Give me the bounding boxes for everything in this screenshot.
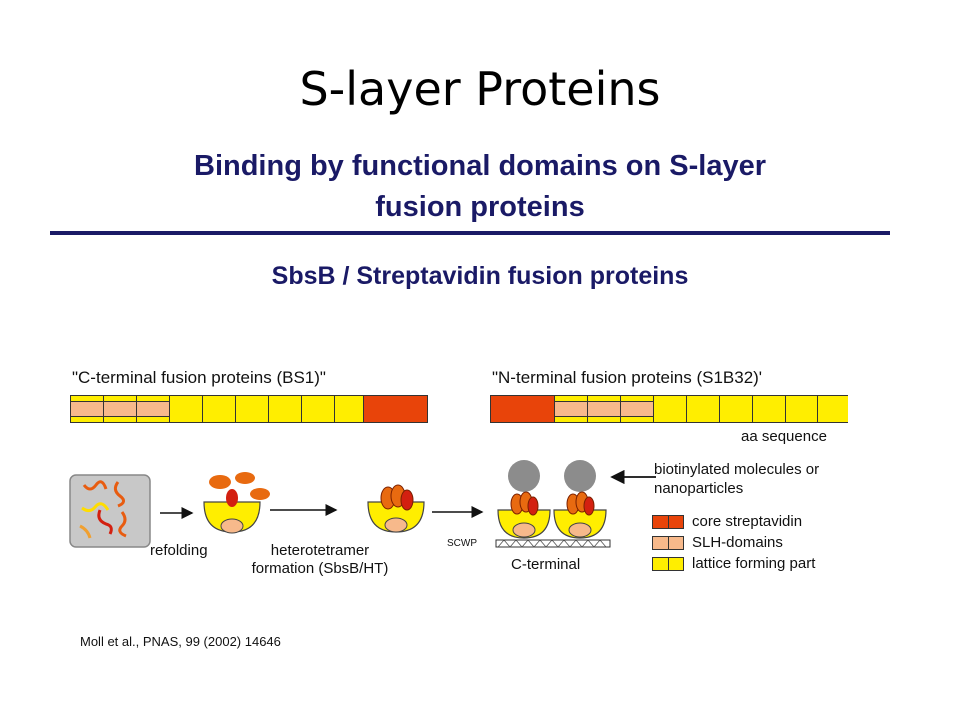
heterotetramer xyxy=(367,484,425,533)
lattice-segment xyxy=(170,396,203,422)
lattice-segment xyxy=(687,396,720,422)
heterotetramer-label-line-2: formation (SbsB/HT) xyxy=(251,560,389,577)
lattice-segment xyxy=(818,396,848,422)
legend: core streptavidin SLH-domains lattice fo… xyxy=(652,511,815,574)
lattice-segment xyxy=(654,396,687,422)
legend-label: lattice forming part xyxy=(692,555,816,572)
legend-swatch xyxy=(652,535,684,550)
legend-swatch xyxy=(652,514,684,529)
section-title: SbsB / Streptavidin fusion proteins xyxy=(271,262,689,290)
citation: Moll et al., PNAS, 99 (2002) 14646 xyxy=(80,634,281,649)
annotation-line-2: nanoparticles xyxy=(654,480,744,497)
legend-item-lattice-forming-part: lattice forming part xyxy=(652,553,815,574)
legend-item-core-streptavidin: core streptavidin xyxy=(652,511,815,532)
slide-title: S-layer Proteins xyxy=(299,62,661,116)
c-terminal-caption: "C-terminal fusion proteins (BS1)" xyxy=(72,368,326,387)
scwp-label: SCWP xyxy=(447,538,477,549)
legend-label: SLH-domains xyxy=(692,534,783,551)
refolding-label: refolding xyxy=(150,542,208,559)
figure-subtitle: Binding by functional domains on S-layer… xyxy=(40,146,920,228)
legend-label: core streptavidin xyxy=(692,513,803,530)
bound-complexes xyxy=(495,460,611,548)
lattice-segment xyxy=(335,396,364,422)
c-terminal-label: C-terminal xyxy=(511,556,581,573)
subtitle-line-2: fusion proteins xyxy=(375,191,585,223)
heterotetramer-label-line-1: heterotetramer xyxy=(270,542,370,559)
streptavidin-segment xyxy=(491,396,555,422)
slh-domain-segment xyxy=(137,396,170,422)
lattice-segment xyxy=(720,396,753,422)
n-terminal-sequence-bar xyxy=(490,395,848,423)
scwp-layer xyxy=(495,539,611,548)
annotation-line-1: biotinylated molecules or xyxy=(654,461,820,478)
c-terminal-sequence-bar xyxy=(70,395,428,423)
unfolded-protein-box xyxy=(69,474,151,548)
refolded-protein xyxy=(203,472,270,534)
heterotetramer-label: heterotetramer formation (SbsB/HT) xyxy=(240,542,400,578)
subtitle-line-1: Binding by functional domains on S-layer xyxy=(194,150,766,182)
lattice-segment xyxy=(269,396,302,422)
slh-domain-segment xyxy=(71,396,104,422)
streptavidin-segment xyxy=(364,396,427,422)
aa-sequence-label: aa sequence xyxy=(741,428,827,445)
lattice-segment xyxy=(753,396,786,422)
process-diagram xyxy=(69,460,656,548)
legend-swatch xyxy=(652,556,684,571)
lattice-segment xyxy=(203,396,236,422)
slh-domain-segment xyxy=(555,396,588,422)
lattice-segment xyxy=(786,396,818,422)
lattice-segment xyxy=(302,396,335,422)
lattice-segment xyxy=(236,396,269,422)
divider-rule xyxy=(50,231,890,235)
n-terminal-caption: "N-terminal fusion proteins (S1B32)' xyxy=(492,368,763,387)
legend-item-slh-domains: SLH-domains xyxy=(652,532,815,553)
slh-domain-segment xyxy=(588,396,621,422)
slh-domain-segment xyxy=(104,396,137,422)
slh-domain-segment xyxy=(621,396,654,422)
biotinylated-annotation: biotinylated molecules or nanoparticles xyxy=(654,460,819,498)
